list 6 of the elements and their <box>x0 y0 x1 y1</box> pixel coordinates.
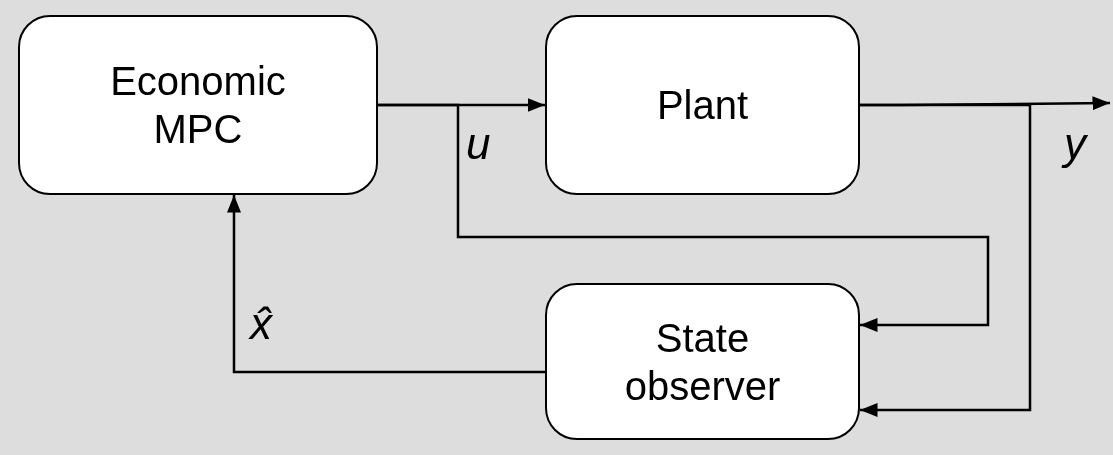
arrow <box>227 195 545 374</box>
arrow <box>860 103 1032 417</box>
arrow <box>378 103 990 332</box>
process-box: State observer <box>545 283 860 440</box>
process-box: Plant <box>545 15 860 195</box>
process-box: Economic MPC <box>18 15 378 195</box>
